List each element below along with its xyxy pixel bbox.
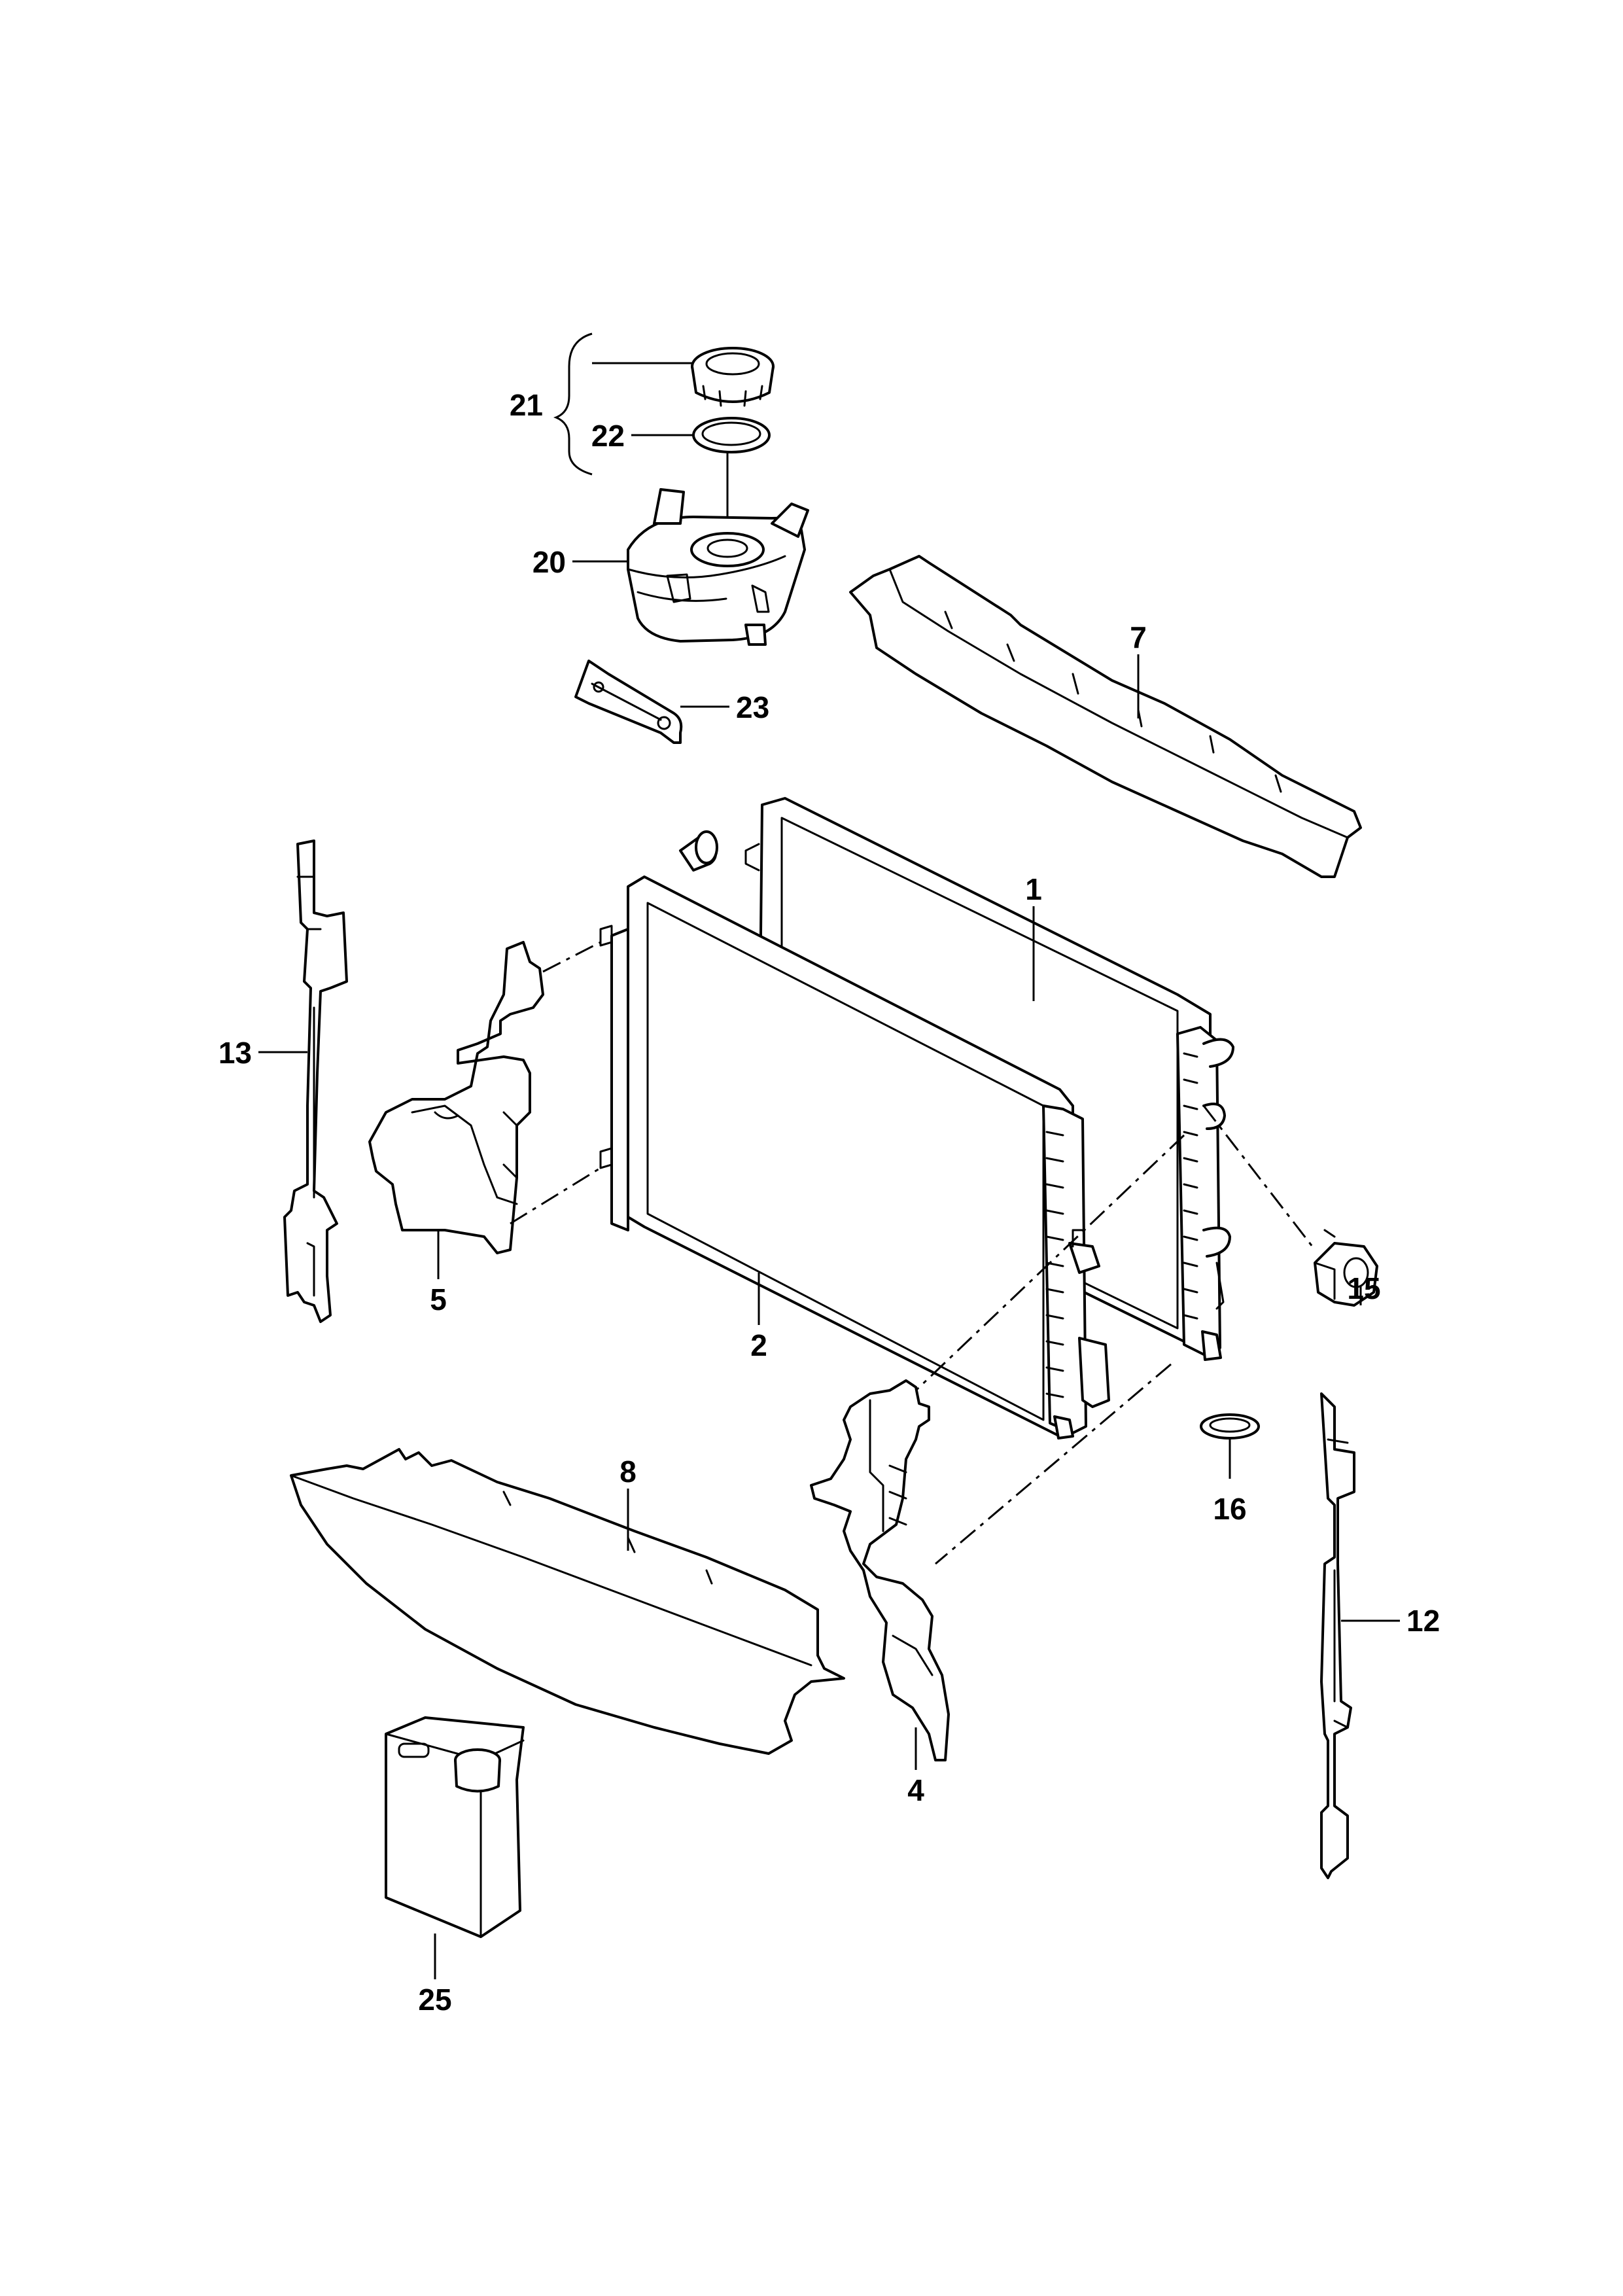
callout-7: 7 [1130, 620, 1147, 654]
callout-12: 12 [1406, 1604, 1440, 1638]
callout-13: 13 [218, 1036, 252, 1070]
part-5-left-air-guide [368, 941, 544, 1279]
part-21-cap [691, 347, 775, 407]
part-15-sensor-bracket [1314, 1229, 1378, 1307]
callout-labels: 21 22 20 23 7 1 13 5 2 15 16 8 12 4 25 [218, 388, 1440, 2017]
part-22-seal-ring [692, 417, 771, 453]
callout-22: 22 [591, 419, 625, 453]
callout-23: 23 [736, 690, 769, 724]
part-12-right-seal [1320, 1392, 1400, 1879]
callout-4: 4 [907, 1773, 924, 1807]
callout-5: 5 [430, 1282, 447, 1316]
callout-25: 25 [418, 1983, 451, 2017]
part-20-expansion-tank [572, 488, 809, 646]
part-13-left-seal [258, 839, 348, 1323]
part-7-upper-air-guide [849, 555, 1362, 878]
part-16-grommet [1200, 1413, 1260, 1479]
callout-1: 1 [1025, 872, 1042, 906]
part-4-right-air-guide [810, 1379, 950, 1770]
part-23-bracket [574, 660, 729, 744]
callout-20: 20 [532, 545, 566, 579]
callout-16: 16 [1213, 1492, 1246, 1526]
callout-15: 15 [1347, 1271, 1380, 1305]
callout-8: 8 [620, 1455, 637, 1489]
bracket-21 [553, 332, 729, 523]
assembly-lines [510, 941, 1316, 1565]
callout-2: 2 [750, 1328, 767, 1362]
part-8-lower-air-guide [290, 1448, 845, 1755]
callout-21: 21 [510, 388, 543, 422]
part-25-coolant-bottle [385, 1716, 525, 1979]
part-2-radiator-front [599, 830, 1110, 1439]
